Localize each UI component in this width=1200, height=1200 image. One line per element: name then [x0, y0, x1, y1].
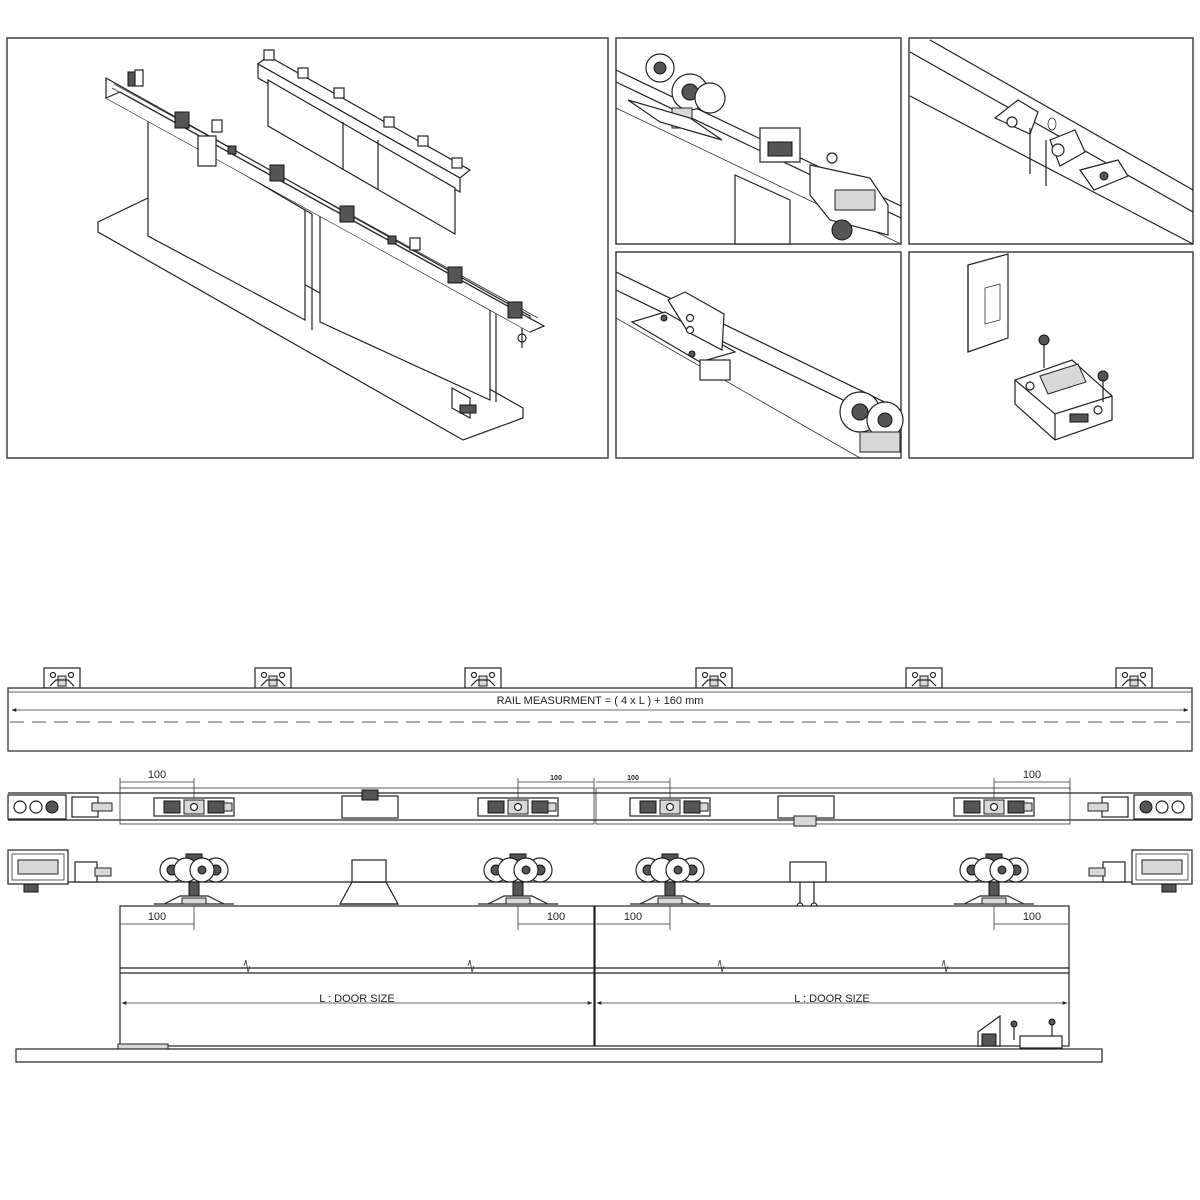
mounting-bracket-6	[1115, 667, 1153, 689]
mounting-bracket-3	[464, 667, 502, 689]
floor-guide-detail-panel	[908, 251, 1194, 459]
top-carriage-3	[629, 797, 711, 817]
mounting-bracket-1	[43, 667, 81, 689]
doors-elevation: 100 100 100 100 L : DOOR SIZE L : DOOR S…	[117, 905, 1070, 1051]
rail-elevation: RAIL MEASURMENT = ( 4 x L ) + 160 mm	[7, 667, 1193, 752]
dim-bottom-mid-right: 100	[547, 911, 565, 923]
roller-side-view	[7, 849, 1193, 910]
dim-top-mid-right: 100	[550, 775, 562, 782]
roller-carriage-2	[477, 853, 559, 905]
door-size-left-label: L : DOOR SIZE	[319, 993, 394, 1005]
roller-detail-panel	[615, 37, 902, 245]
door-size-right-label: L : DOOR SIZE	[794, 993, 869, 1005]
dim-bottom-right: 100	[1023, 911, 1041, 923]
top-carriage-4	[953, 797, 1035, 817]
hanger-detail-panel	[615, 251, 904, 459]
bracket-detail-panel	[908, 37, 1194, 245]
left-end-stop	[7, 849, 69, 893]
rail-measurement-label: RAIL MEASURMENT = ( 4 x L ) + 160 mm	[497, 695, 704, 707]
roller-carriage-1	[153, 853, 235, 905]
right-end-stop	[1131, 849, 1193, 893]
roller-carriage-3	[629, 853, 711, 905]
mounting-bracket-5	[905, 667, 943, 689]
dim-top-right: 100	[1023, 769, 1041, 781]
dim-top-left: 100	[148, 769, 166, 781]
mounting-bracket-2	[254, 667, 292, 689]
dim-bottom-left: 100	[148, 911, 166, 923]
isometric-overview-panel	[6, 37, 609, 459]
mounting-bracket-4	[695, 667, 733, 689]
top-carriage-1	[153, 797, 235, 817]
dim-bottom-mid-left: 100	[624, 911, 642, 923]
dim-top-mid-left: 100	[627, 775, 639, 782]
floor-slab	[15, 1048, 1103, 1063]
roller-carriage-4	[953, 853, 1035, 905]
top-carriage-2	[477, 797, 559, 817]
rail-top-view: 100 100 100 100	[7, 769, 1193, 827]
